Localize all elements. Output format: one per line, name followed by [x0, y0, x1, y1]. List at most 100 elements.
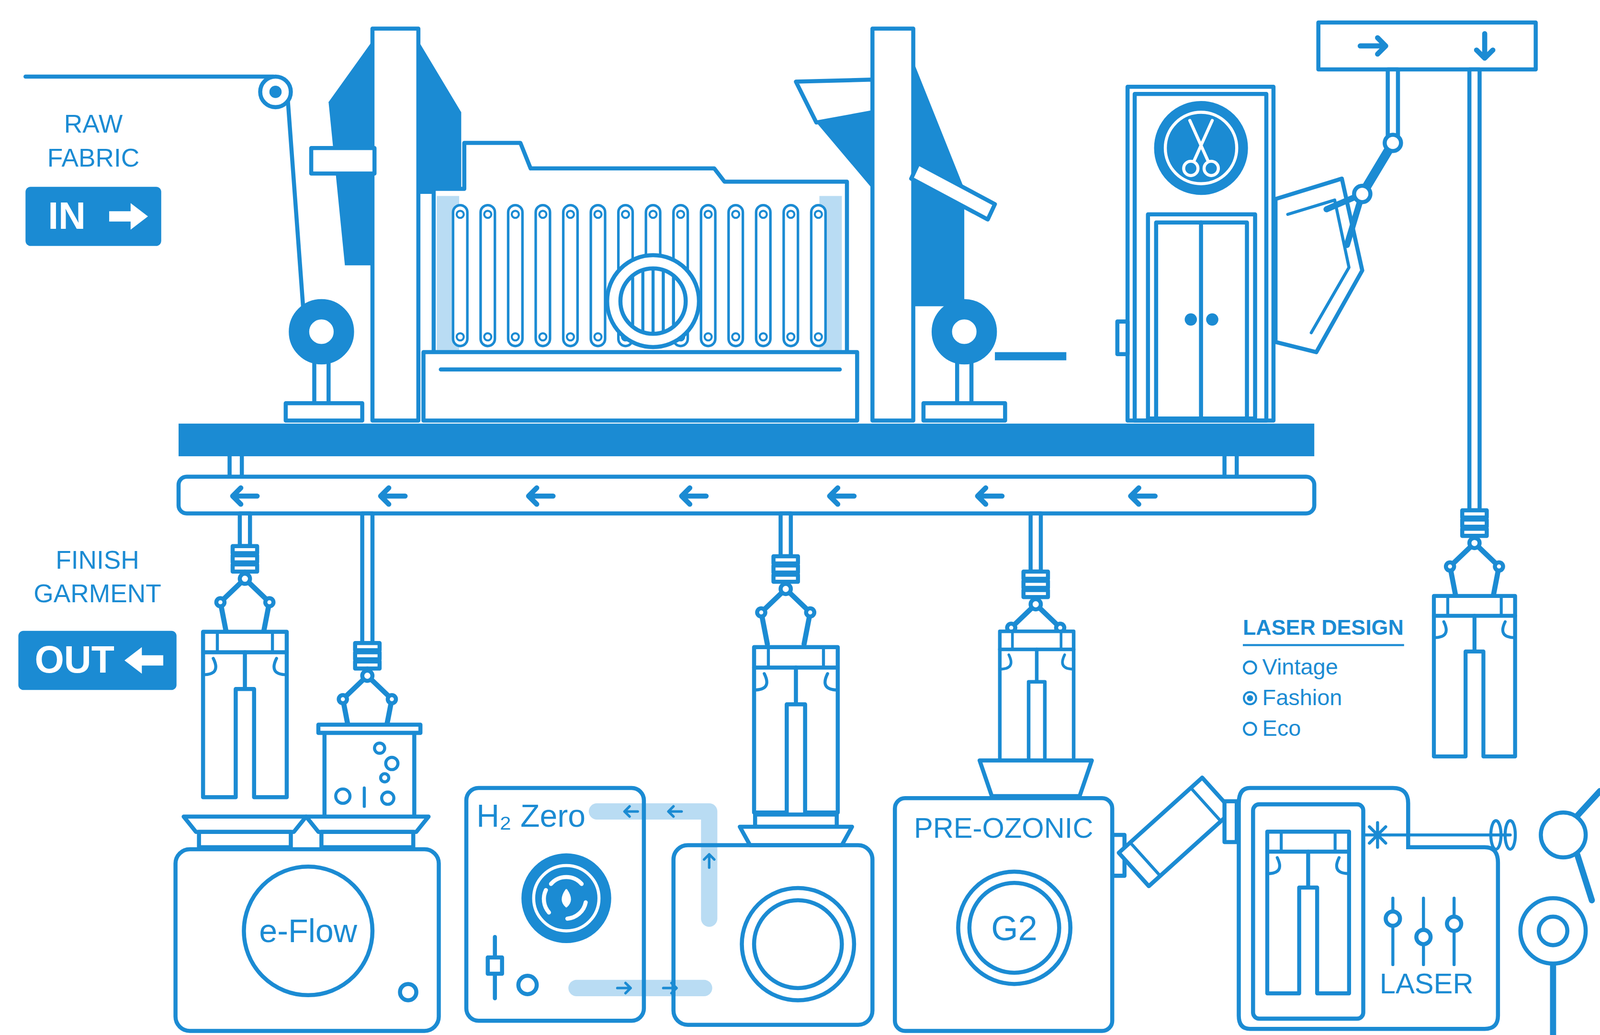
illustration-part	[480, 205, 496, 347]
illustration-part	[1392, 898, 1454, 965]
illustration-part	[311, 321, 332, 343]
illustration-part	[1550, 963, 1557, 1035]
dial-ring: e-Flow	[241, 864, 375, 998]
illustration-part	[528, 487, 553, 505]
illustration-part	[199, 832, 292, 848]
illustration-part	[576, 980, 704, 997]
illustration-part	[1252, 804, 1364, 1019]
illustration-part	[543, 877, 586, 919]
illustration-part	[216, 546, 274, 634]
illustration-part	[755, 205, 771, 347]
illustration-part	[260, 76, 292, 108]
hanging-garments	[202, 69, 1516, 819]
illustration-part	[287, 99, 304, 307]
illustration-part	[681, 487, 707, 505]
direction-arrow	[123, 645, 165, 677]
illustration-part	[178, 476, 1315, 514]
illustration-part	[1385, 911, 1400, 926]
illustration-part	[795, 79, 873, 123]
illustration-part	[1445, 510, 1503, 598]
dial-label: G2	[991, 908, 1038, 948]
io-tag: RAW FABRICIN	[25, 107, 161, 248]
illustration-part	[1224, 801, 1238, 843]
illustration-part	[305, 816, 429, 833]
water-recycling	[487, 806, 715, 999]
illustration-part	[372, 28, 419, 421]
illustration-part	[452, 205, 468, 347]
illustration-part	[1156, 222, 1248, 419]
take-up-roller	[923, 301, 1067, 421]
illustration-part	[239, 513, 250, 546]
illustration-part	[754, 647, 838, 813]
illustration-part	[1384, 134, 1401, 151]
radio-swatch	[1242, 721, 1258, 736]
dye-range-machine	[311, 28, 995, 421]
laser-internals	[1252, 790, 1600, 1035]
illustration-part	[1416, 929, 1431, 945]
illustration-part	[999, 631, 1074, 778]
illustration-part	[756, 556, 814, 644]
illustration-part	[311, 147, 375, 174]
illustration-part	[1538, 916, 1568, 946]
cutting-cabinet	[1117, 86, 1274, 421]
illustration-part	[954, 321, 975, 343]
machine-node: G2	[956, 869, 1073, 987]
legend-row: Fashion	[1242, 682, 1404, 714]
illustration-part	[780, 513, 791, 557]
illustration-part	[563, 205, 578, 347]
tag-heading: RAW FABRIC	[25, 107, 161, 175]
legend-text: Fashion	[1262, 685, 1343, 712]
illustration-part	[321, 832, 414, 848]
illustration-part	[523, 855, 609, 942]
illustration-part	[1469, 69, 1480, 511]
illustration-part	[590, 205, 606, 347]
illustration-part	[433, 143, 847, 368]
illustration-part	[440, 367, 840, 372]
illustration-part	[607, 255, 699, 348]
illustration-part	[1287, 200, 1350, 333]
illustration-part	[423, 352, 858, 421]
illustration-part	[1576, 790, 1600, 817]
illustration-part	[1267, 831, 1350, 994]
legend-text: Vintage	[1262, 654, 1339, 681]
illustration-part	[362, 513, 373, 643]
machine-label: e-Flow	[259, 912, 358, 950]
illustration-part	[202, 631, 287, 798]
legend: LASER DESIGNVintageFashionEco	[1242, 615, 1404, 745]
machine-label: PRE-OZONIC	[896, 812, 1110, 846]
illustration-part	[418, 40, 462, 194]
machine-node: H₂ Zero	[464, 786, 646, 1024]
illustration-part	[783, 205, 799, 347]
illustration-part	[1365, 822, 1390, 848]
illustration-part	[1433, 596, 1516, 757]
tag-heading: FINISH GARMENT	[18, 542, 177, 611]
illustration-part	[816, 112, 873, 190]
illustration-part	[487, 957, 503, 974]
conveyor	[178, 423, 1315, 514]
transfer-robot	[1275, 22, 1536, 353]
illustration-part	[811, 205, 826, 347]
direction-arrow	[108, 201, 149, 232]
illustration-part	[977, 487, 1003, 505]
illustration-part	[1490, 820, 1501, 850]
fabric-feed	[25, 76, 362, 421]
radio-swatch	[1242, 660, 1258, 676]
arrow-shape	[109, 202, 148, 230]
illustration-part	[507, 205, 523, 347]
illustration-part	[1353, 185, 1371, 203]
illustration-part	[271, 87, 280, 96]
illustration-part	[754, 900, 842, 989]
legend-row: Eco	[1242, 713, 1404, 744]
illustration-part	[290, 301, 352, 363]
illustration-part	[1165, 112, 1237, 184]
illustration-part	[829, 487, 855, 505]
illustration-part	[1505, 820, 1516, 850]
illustration-part	[1204, 161, 1219, 176]
illustration-part	[923, 403, 1006, 421]
io-tag: FINISH GARMENTOUT	[18, 542, 177, 692]
illustration-part	[1189, 120, 1213, 162]
illustration-part	[620, 268, 686, 334]
illustration-part	[533, 865, 599, 931]
